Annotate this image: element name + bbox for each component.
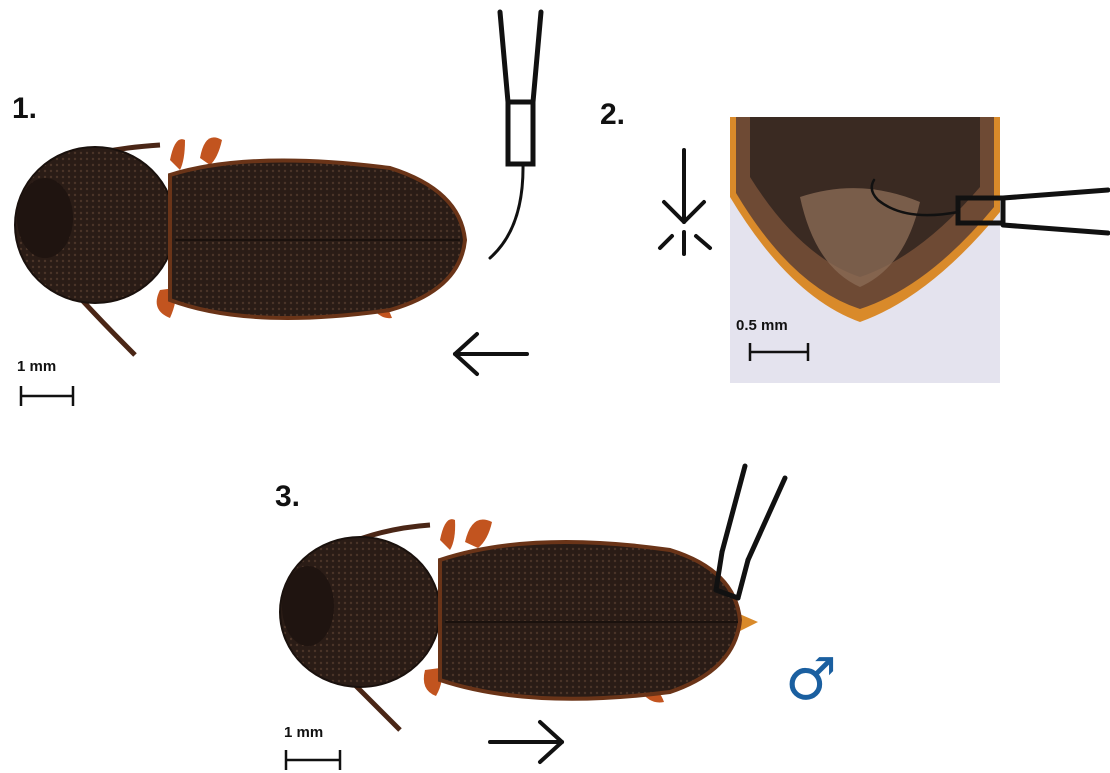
male-symbol-icon: ♂ [785, 650, 837, 708]
scale-label-3: 1 mm [284, 724, 323, 741]
